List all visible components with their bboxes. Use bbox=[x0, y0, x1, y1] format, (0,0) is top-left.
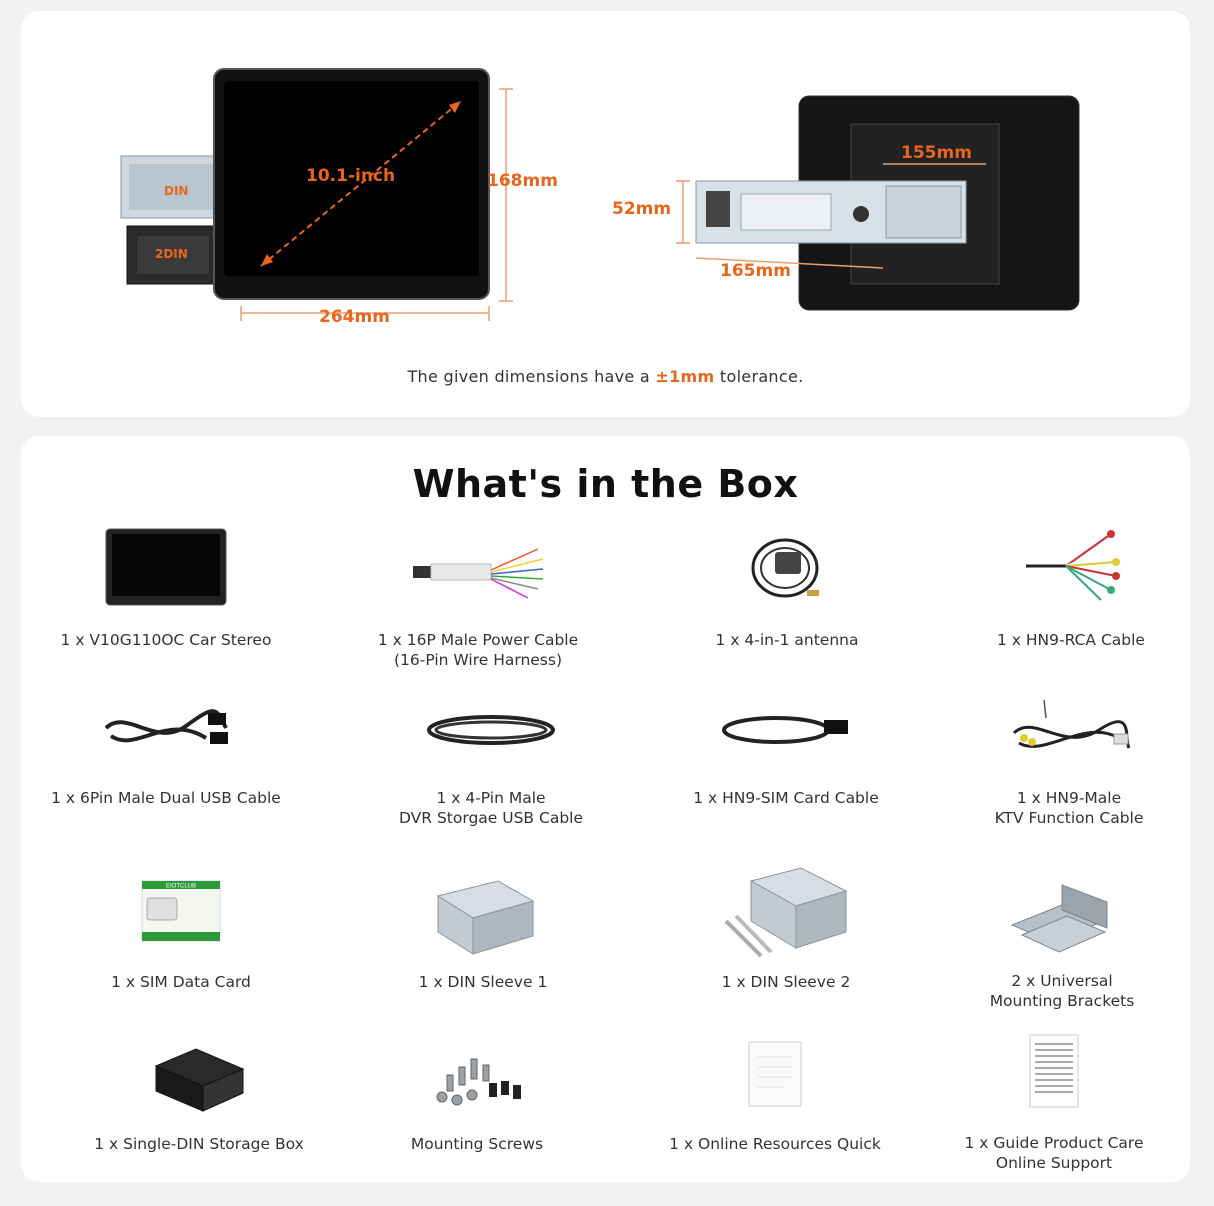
sim-card-brand: EIOTCLUB bbox=[166, 884, 196, 890]
product-care-guide-icon bbox=[1029, 1034, 1079, 1108]
item-label: 1 x HN9-Male KTV Function Cable bbox=[994, 789, 1144, 827]
front-view-illustration bbox=[120, 68, 513, 321]
dual-usb-cable-icon bbox=[104, 709, 228, 744]
item-label: 1 x 16P Male Power Cable (16-Pin Wire Ha… bbox=[377, 631, 579, 669]
screen-size-label: 10.1-inch bbox=[306, 166, 396, 186]
item-label: 1 x DIN Sleeve 2 bbox=[721, 973, 851, 991]
din-sleeve-1-icon bbox=[436, 880, 535, 955]
car-stereo-icon bbox=[105, 528, 227, 606]
mounting-brackets-icon bbox=[1010, 884, 1108, 953]
box-contents-panel: What's in the Box 1 x V10G110OC Car Ster… bbox=[21, 436, 1190, 1182]
sim-card-cable-icon bbox=[722, 716, 848, 744]
box-title: What's in the Box bbox=[412, 462, 799, 506]
depth-label: 165mm bbox=[720, 261, 791, 281]
dvr-usb-cable-icon bbox=[427, 715, 555, 745]
item-label: 1 x V10G110OC Car Stereo bbox=[60, 631, 272, 649]
chassis-height-label: 52mm bbox=[612, 199, 672, 219]
quick-guide-icon bbox=[748, 1041, 802, 1107]
item-label: 1 x Online Resources Quick bbox=[669, 1135, 881, 1153]
dimensions-panel: DIN 2DIN 10.1-inch 168mm 264mm 155mm 52m… bbox=[21, 11, 1190, 417]
item-label: 1 x SIM Data Card bbox=[111, 973, 251, 991]
item-label: 1 x Single-DIN Storage Box bbox=[94, 1135, 304, 1153]
storage-box-icon bbox=[154, 1048, 245, 1112]
sim-data-card-icon: EIOTCLUB bbox=[141, 880, 221, 942]
item-label: 1 x DIN Sleeve 1 bbox=[418, 973, 548, 991]
item-label: 1 x HN9-SIM Card Cable bbox=[693, 789, 879, 807]
din-label: DIN bbox=[164, 184, 189, 198]
item-label: Mounting Screws bbox=[410, 1135, 544, 1153]
item-label: 1 x HN9-RCA Cable bbox=[997, 631, 1145, 649]
item-label: 1 x 6Pin Male Dual USB Cable bbox=[51, 789, 281, 807]
ktv-cable-icon bbox=[1012, 699, 1131, 749]
chassis-width-label: 155mm bbox=[901, 143, 972, 163]
height-label: 168mm bbox=[487, 171, 558, 191]
din2-label: 2DIN bbox=[155, 247, 188, 261]
din-sleeve-2-icon bbox=[724, 867, 848, 958]
power-cable-icon bbox=[413, 548, 544, 599]
item-label: 1 x 4-Pin Male DVR Storgae USB Cable bbox=[398, 789, 583, 827]
antenna-icon bbox=[751, 538, 819, 598]
item-label: 1 x Guide Product Care Online Support bbox=[964, 1134, 1144, 1172]
tolerance-note: The given dimensions have a ±1mm toleran… bbox=[407, 367, 804, 386]
item-label: 1 x 4-in-1 antenna bbox=[715, 631, 859, 649]
width-label: 264mm bbox=[319, 307, 390, 327]
item-label: 2 x Universal Mounting Brackets bbox=[989, 972, 1135, 1010]
tolerance-value: ±1mm bbox=[655, 367, 715, 386]
mounting-screws-icon bbox=[436, 1058, 521, 1106]
rca-cable-icon bbox=[1026, 530, 1120, 601]
rear-view-illustration bbox=[676, 95, 1080, 311]
